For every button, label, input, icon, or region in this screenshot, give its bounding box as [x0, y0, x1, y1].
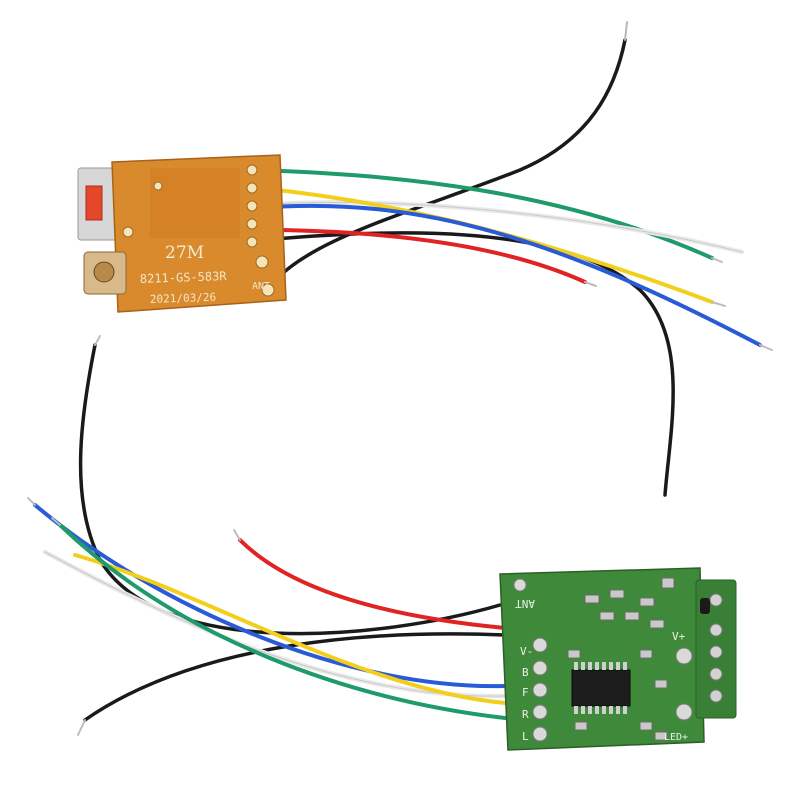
trimmer-pot-knob [93, 261, 115, 283]
rx-red-wire-tip [233, 529, 241, 541]
tx-yellow-wire-tip [711, 301, 726, 307]
receiver-plus-label: V+ [672, 630, 686, 643]
slide-switch-knob [85, 185, 103, 221]
receiver-b-label: B [522, 666, 529, 679]
transmitter-model-label: 8211-GS-583R [140, 269, 228, 286]
receiver-test-pad [675, 647, 693, 665]
receiver-left-pads [513, 578, 548, 742]
rx-red-wire [238, 538, 507, 630]
tx-green-wire-tip [711, 257, 723, 263]
rx-black-lower-wire [83, 632, 507, 722]
rx-black-lower-tip [77, 719, 86, 736]
receiver-side-pins [709, 593, 723, 703]
rx-yellow-wire [73, 553, 507, 705]
receiver-ic-pins [574, 662, 627, 714]
rx-green-wire-tip [51, 517, 61, 526]
tx-blue-wire-tip [759, 344, 773, 351]
rx-green-wire [58, 523, 507, 720]
rx-black-wire-tip [94, 335, 101, 346]
tx-black-wire-tip [624, 21, 628, 41]
receiver-board: ANT V- B F R L V+ LED+ [499, 567, 737, 751]
receiver-wires [27, 335, 508, 736]
rx-blue-wire [33, 503, 507, 689]
receiver-ant-label: ANT [515, 597, 535, 610]
tx-black-antenna-wire [266, 38, 627, 292]
transmitter-ant-label: ANT [252, 281, 270, 292]
rx-white-wire-outline [44, 551, 506, 697]
tx-white-wire-outline [257, 201, 743, 253]
transmitter-date-label: 2021/03/26 [150, 291, 217, 306]
transmitter-board: 27M 8211-GS-583R 2021/03/26 ANT [77, 154, 287, 313]
tx-red-wire-tip [584, 281, 597, 287]
receiver-led-label: LED+ [664, 732, 688, 743]
receiver-f-label: F [522, 686, 529, 699]
rx-blue-wire-tip [27, 497, 36, 506]
receiver-l-label: L [522, 730, 529, 743]
receiver-test-pad-2 [675, 703, 693, 721]
receiver-pcb [499, 567, 705, 751]
receiver-minus-label: V- [520, 645, 533, 658]
tx-blue-wire [256, 203, 762, 347]
rx-white-wire [42, 549, 508, 699]
transmitter-copper-area [150, 168, 240, 238]
rx-black-antenna-wire [78, 343, 502, 636]
transmitter-pads [122, 164, 275, 297]
transmitter-freq-label: 27M [165, 243, 204, 263]
receiver-ic-chip [571, 669, 631, 707]
receiver-r-label: R [522, 708, 529, 721]
receiver-smd-components [567, 577, 675, 741]
receiver-crystal [700, 598, 710, 614]
